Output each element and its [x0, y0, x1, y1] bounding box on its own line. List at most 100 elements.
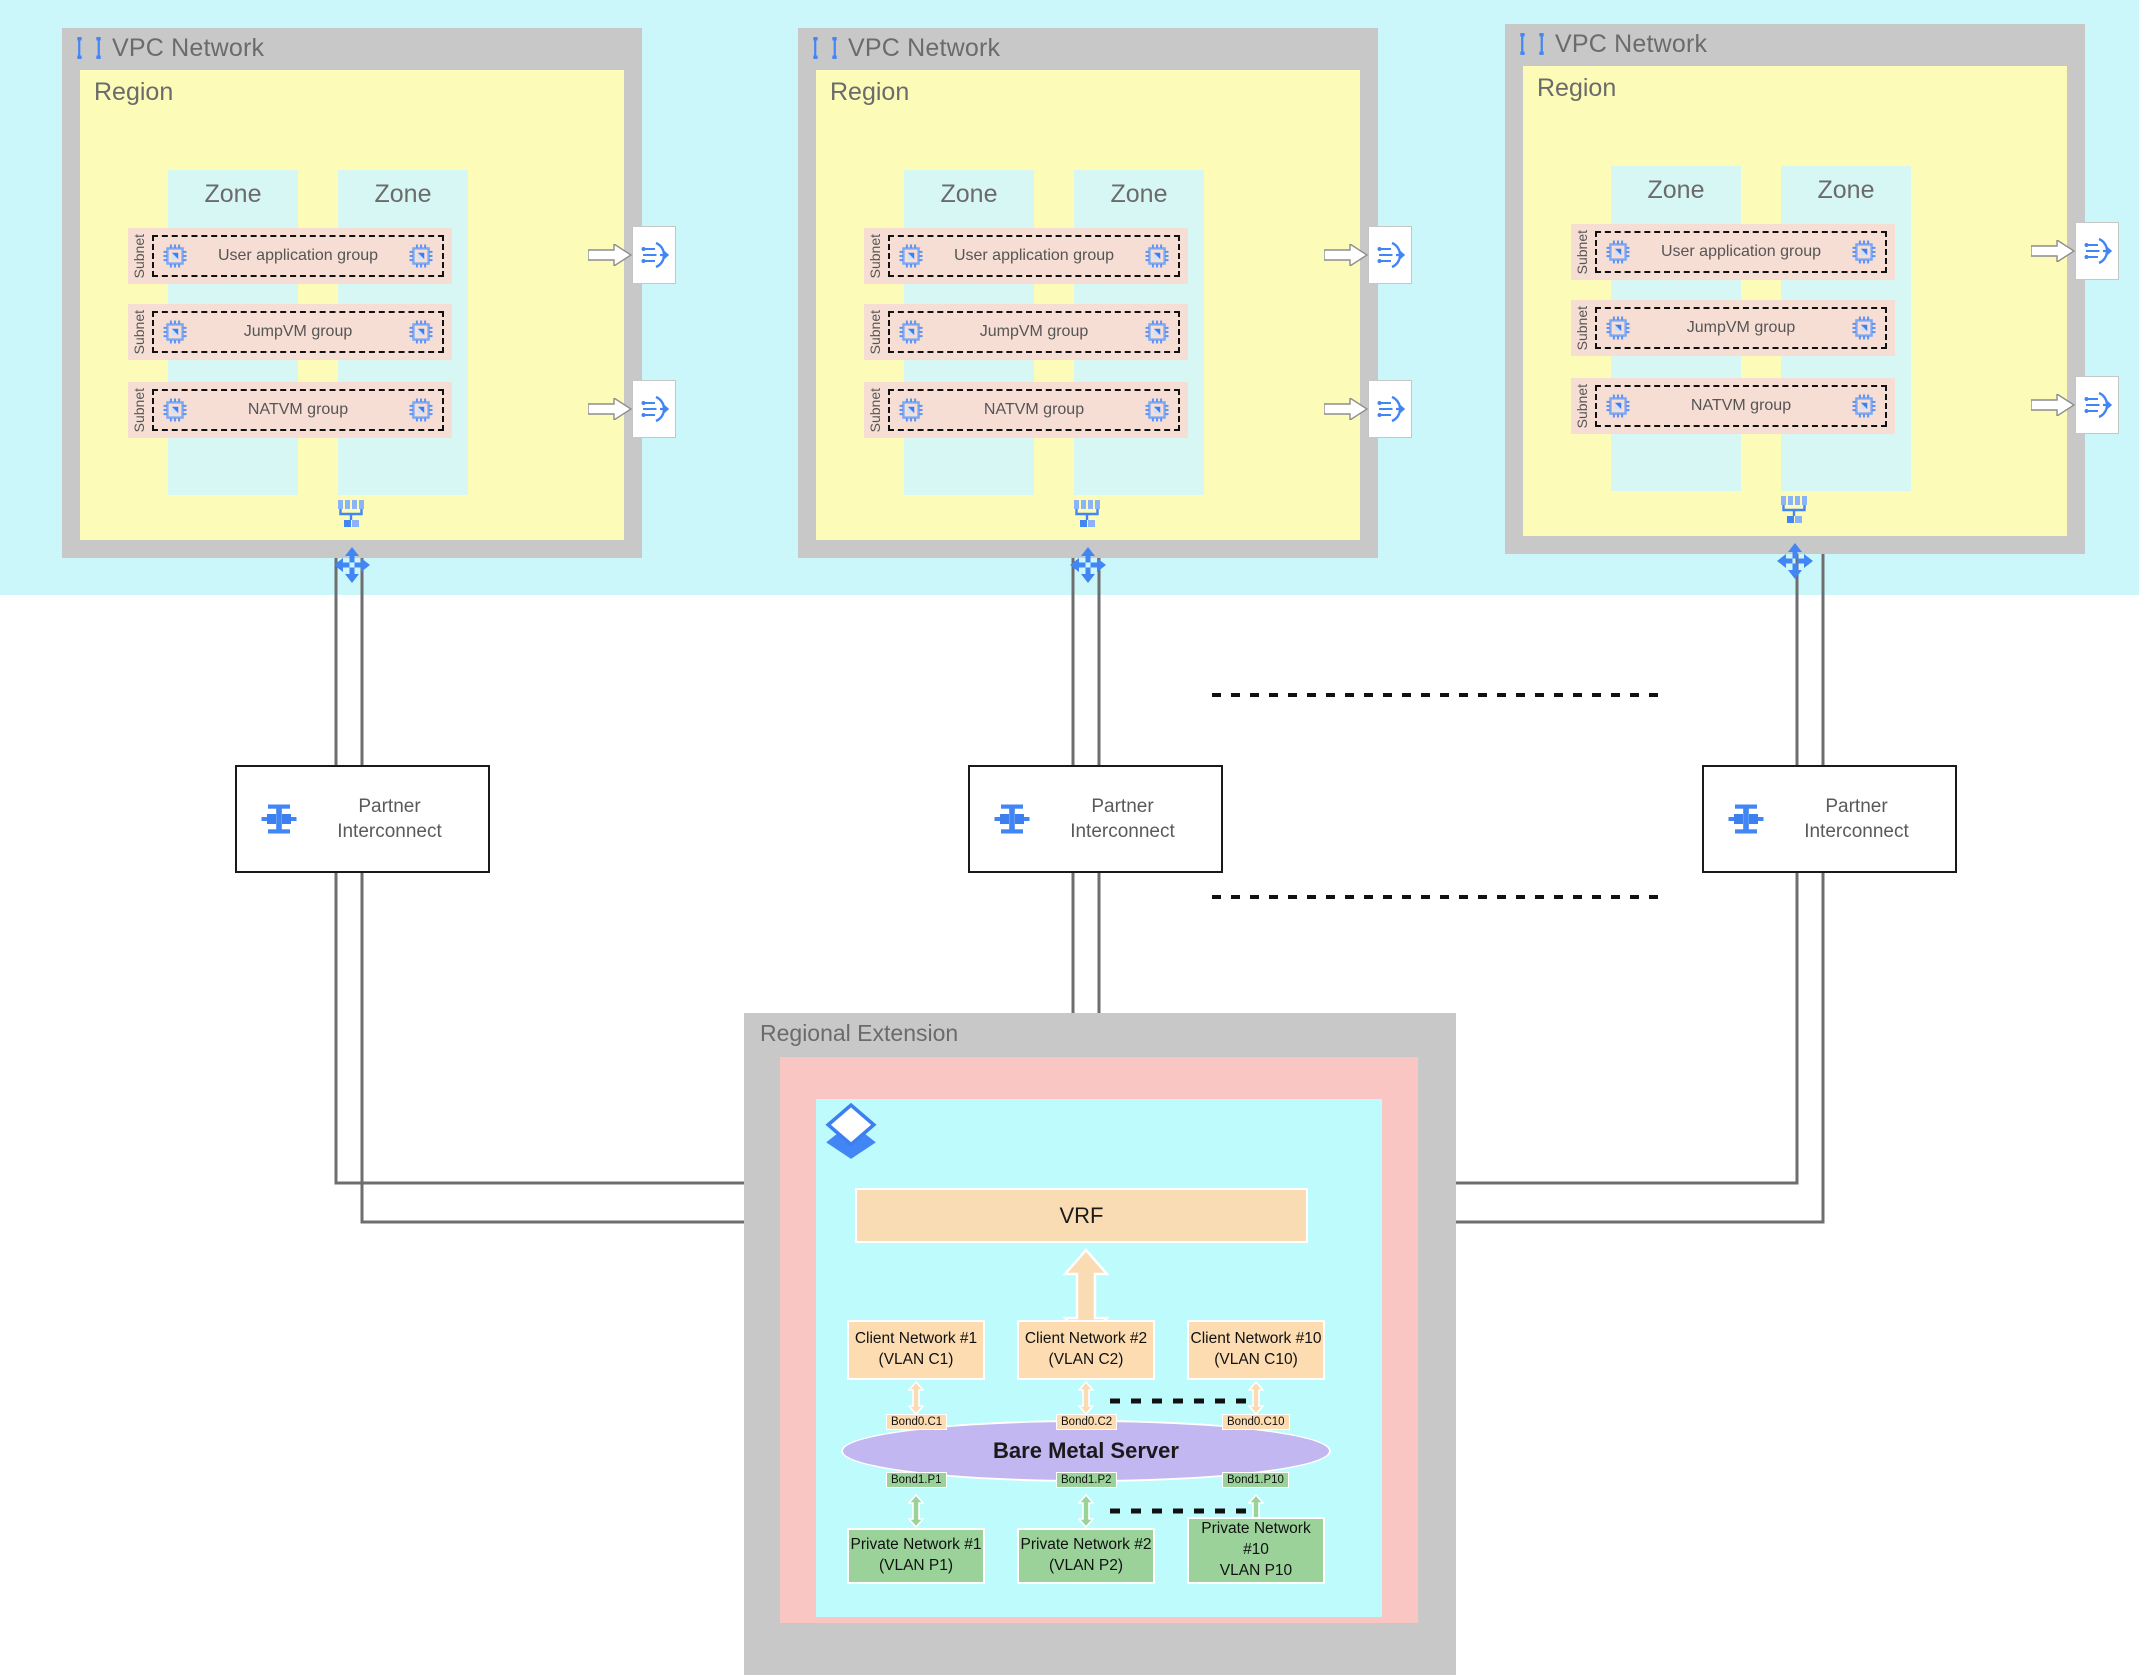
- private-network-line2: (VLAN P1): [878, 1557, 954, 1574]
- subnet-row[interactable]: Subnet NATVM group: [1571, 378, 1895, 434]
- subnet-side-label: Subnet: [867, 233, 883, 279]
- instance-group-label: JumpVM group: [243, 323, 353, 340]
- cloud-nat-box[interactable]: [1368, 380, 1412, 438]
- cpu-vm-icon: [163, 320, 187, 344]
- bare-metal-server[interactable]: Bare Metal Server: [841, 1420, 1331, 1482]
- traffic-arrow: [588, 244, 632, 266]
- client-network-1[interactable]: Client Network #1 (VLAN C1): [847, 1320, 985, 1380]
- cpu-vm-icon: [163, 398, 187, 422]
- private-network-line1: Private Network #2: [1020, 1536, 1152, 1554]
- instance-group[interactable]: User application group: [1595, 231, 1887, 273]
- private-network-10[interactable]: Private Network #10 VLAN P10: [1187, 1517, 1325, 1584]
- client-network-2[interactable]: Client Network #2 (VLAN C2): [1017, 1320, 1155, 1380]
- pi-line1: Partner: [1091, 795, 1154, 817]
- cloud-nat-icon: [1377, 395, 1405, 423]
- client-network-10[interactable]: Client Network #10 (VLAN C10): [1187, 1320, 1325, 1380]
- instance-group-label: User application group: [217, 247, 379, 264]
- client-link-arrow: [908, 1381, 924, 1415]
- vpc-network-icon: [813, 37, 837, 59]
- private-network-line1: Private Network: [1201, 1520, 1311, 1538]
- cloud-nat-box[interactable]: [1368, 226, 1412, 284]
- zone-label: Zone: [1647, 176, 1705, 204]
- instance-group[interactable]: NATVM group: [1595, 385, 1887, 427]
- cpu-vm-icon: [409, 398, 433, 422]
- subnet-row[interactable]: Subnet User application group: [128, 228, 452, 284]
- client-network-line2: (VLAN C1): [878, 1351, 954, 1368]
- instance-group[interactable]: JumpVM group: [1595, 307, 1887, 349]
- subnet-side-label: Subnet: [1574, 229, 1590, 275]
- cpu-vm-icon: [1145, 244, 1169, 268]
- subnet-row[interactable]: Subnet User application group: [864, 228, 1188, 284]
- vpc-network-icon: [1520, 33, 1544, 55]
- traffic-arrow: [588, 398, 632, 420]
- subnet-side-label: Subnet: [867, 387, 883, 433]
- instance-group[interactable]: NATVM group: [152, 389, 444, 431]
- region-container: Region Zone Zone Subnet User application…: [816, 70, 1360, 583]
- instance-group[interactable]: JumpVM group: [888, 311, 1180, 353]
- bond-label-c1: Bond0.C1: [886, 1414, 948, 1430]
- region-container: Region Zone Zone Subnet User application…: [1523, 66, 2067, 579]
- client-network-line1: Client Network #1: [854, 1330, 978, 1348]
- instance-group[interactable]: NATVM group: [888, 389, 1180, 431]
- partner-interconnect-label: Partner Interconnect: [1042, 794, 1221, 844]
- vpc-title: VPC Network: [848, 33, 1001, 62]
- cloud-nat-box[interactable]: [2075, 222, 2119, 280]
- cloud-router-icon: [334, 547, 370, 583]
- traffic-arrow: [2031, 240, 2075, 262]
- instance-group[interactable]: User application group: [152, 235, 444, 277]
- vpc-title: VPC Network: [1555, 29, 1708, 58]
- partner-interconnect-3[interactable]: Partner Interconnect: [1702, 765, 1957, 873]
- instance-group[interactable]: User application group: [888, 235, 1180, 277]
- private-network-line2: #10: [1243, 1541, 1269, 1559]
- cpu-vm-icon: [163, 244, 187, 268]
- vpc-header: VPC Network: [62, 28, 642, 68]
- vrf-box[interactable]: VRF: [855, 1188, 1308, 1243]
- vpc-header: VPC Network: [798, 28, 1378, 68]
- bare-metal-server-label: Bare Metal Server: [993, 1438, 1179, 1463]
- partner-interconnect-2[interactable]: Partner Interconnect: [968, 765, 1223, 873]
- subnet-row[interactable]: Subnet JumpVM group: [1571, 300, 1895, 356]
- cpu-vm-icon: [899, 244, 923, 268]
- subnet-row[interactable]: Subnet JumpVM group: [864, 304, 1188, 360]
- subnet-row[interactable]: Subnet User application group: [1571, 224, 1895, 280]
- subnet-row[interactable]: Subnet NATVM group: [128, 382, 452, 438]
- zone-label: Zone: [1110, 180, 1168, 208]
- region-container: Region Zone Zone Subnet: [80, 70, 624, 583]
- pi-line1: Partner: [1825, 795, 1888, 817]
- cloud-nat-icon: [2084, 391, 2112, 419]
- subnet-side-label: Subnet: [867, 309, 883, 355]
- subnet-switch-icon: [1781, 496, 1807, 523]
- pi-line1: Partner: [358, 795, 421, 817]
- cpu-vm-icon: [1606, 394, 1630, 418]
- client-network-line2: (VLAN C10): [1214, 1351, 1298, 1368]
- instance-group-label: User application group: [1660, 243, 1822, 260]
- private-network-2[interactable]: Private Network #2 (VLAN P2): [1017, 1528, 1155, 1584]
- vpc-network-1[interactable]: VPC Network Region Zone Zone Subnet: [62, 28, 676, 583]
- vpc-network-3[interactable]: VPC Network Region Zone Zone Subnet User…: [1505, 24, 2119, 579]
- cloud-nat-box[interactable]: [632, 226, 676, 284]
- instance-group-label: NATVM group: [983, 401, 1085, 418]
- vpc-network-2[interactable]: VPC Network Region Zone Zone Subnet User…: [798, 28, 1412, 583]
- partner-interconnect-icon: [994, 804, 1030, 834]
- private-link-arrow: [908, 1494, 924, 1528]
- layers-icon: [825, 1102, 877, 1159]
- private-network-line3: VLAN P10: [1219, 1561, 1293, 1579]
- cloud-nat-box[interactable]: [632, 380, 676, 438]
- private-link-arrow: [1078, 1494, 1094, 1528]
- instance-group[interactable]: JumpVM group: [152, 311, 444, 353]
- private-network-1[interactable]: Private Network #1 (VLAN P1): [847, 1528, 985, 1584]
- cpu-vm-icon: [899, 398, 923, 422]
- subnet-row[interactable]: Subnet JumpVM group: [128, 304, 452, 360]
- bond-label-p2: Bond1.P2: [1056, 1472, 1117, 1488]
- cloud-nat-box[interactable]: [2075, 376, 2119, 434]
- client-ellipsis: [1110, 1398, 1256, 1404]
- instance-group-label: JumpVM group: [979, 323, 1089, 340]
- vpc-title: VPC Network: [112, 33, 265, 62]
- cpu-vm-icon: [1145, 320, 1169, 344]
- subnet-row[interactable]: Subnet NATVM group: [864, 382, 1188, 438]
- private-ellipsis: [1110, 1508, 1256, 1514]
- traffic-arrow: [1324, 244, 1368, 266]
- partner-interconnect-1[interactable]: Partner Interconnect: [235, 765, 490, 873]
- instance-group-label: NATVM group: [1690, 397, 1792, 414]
